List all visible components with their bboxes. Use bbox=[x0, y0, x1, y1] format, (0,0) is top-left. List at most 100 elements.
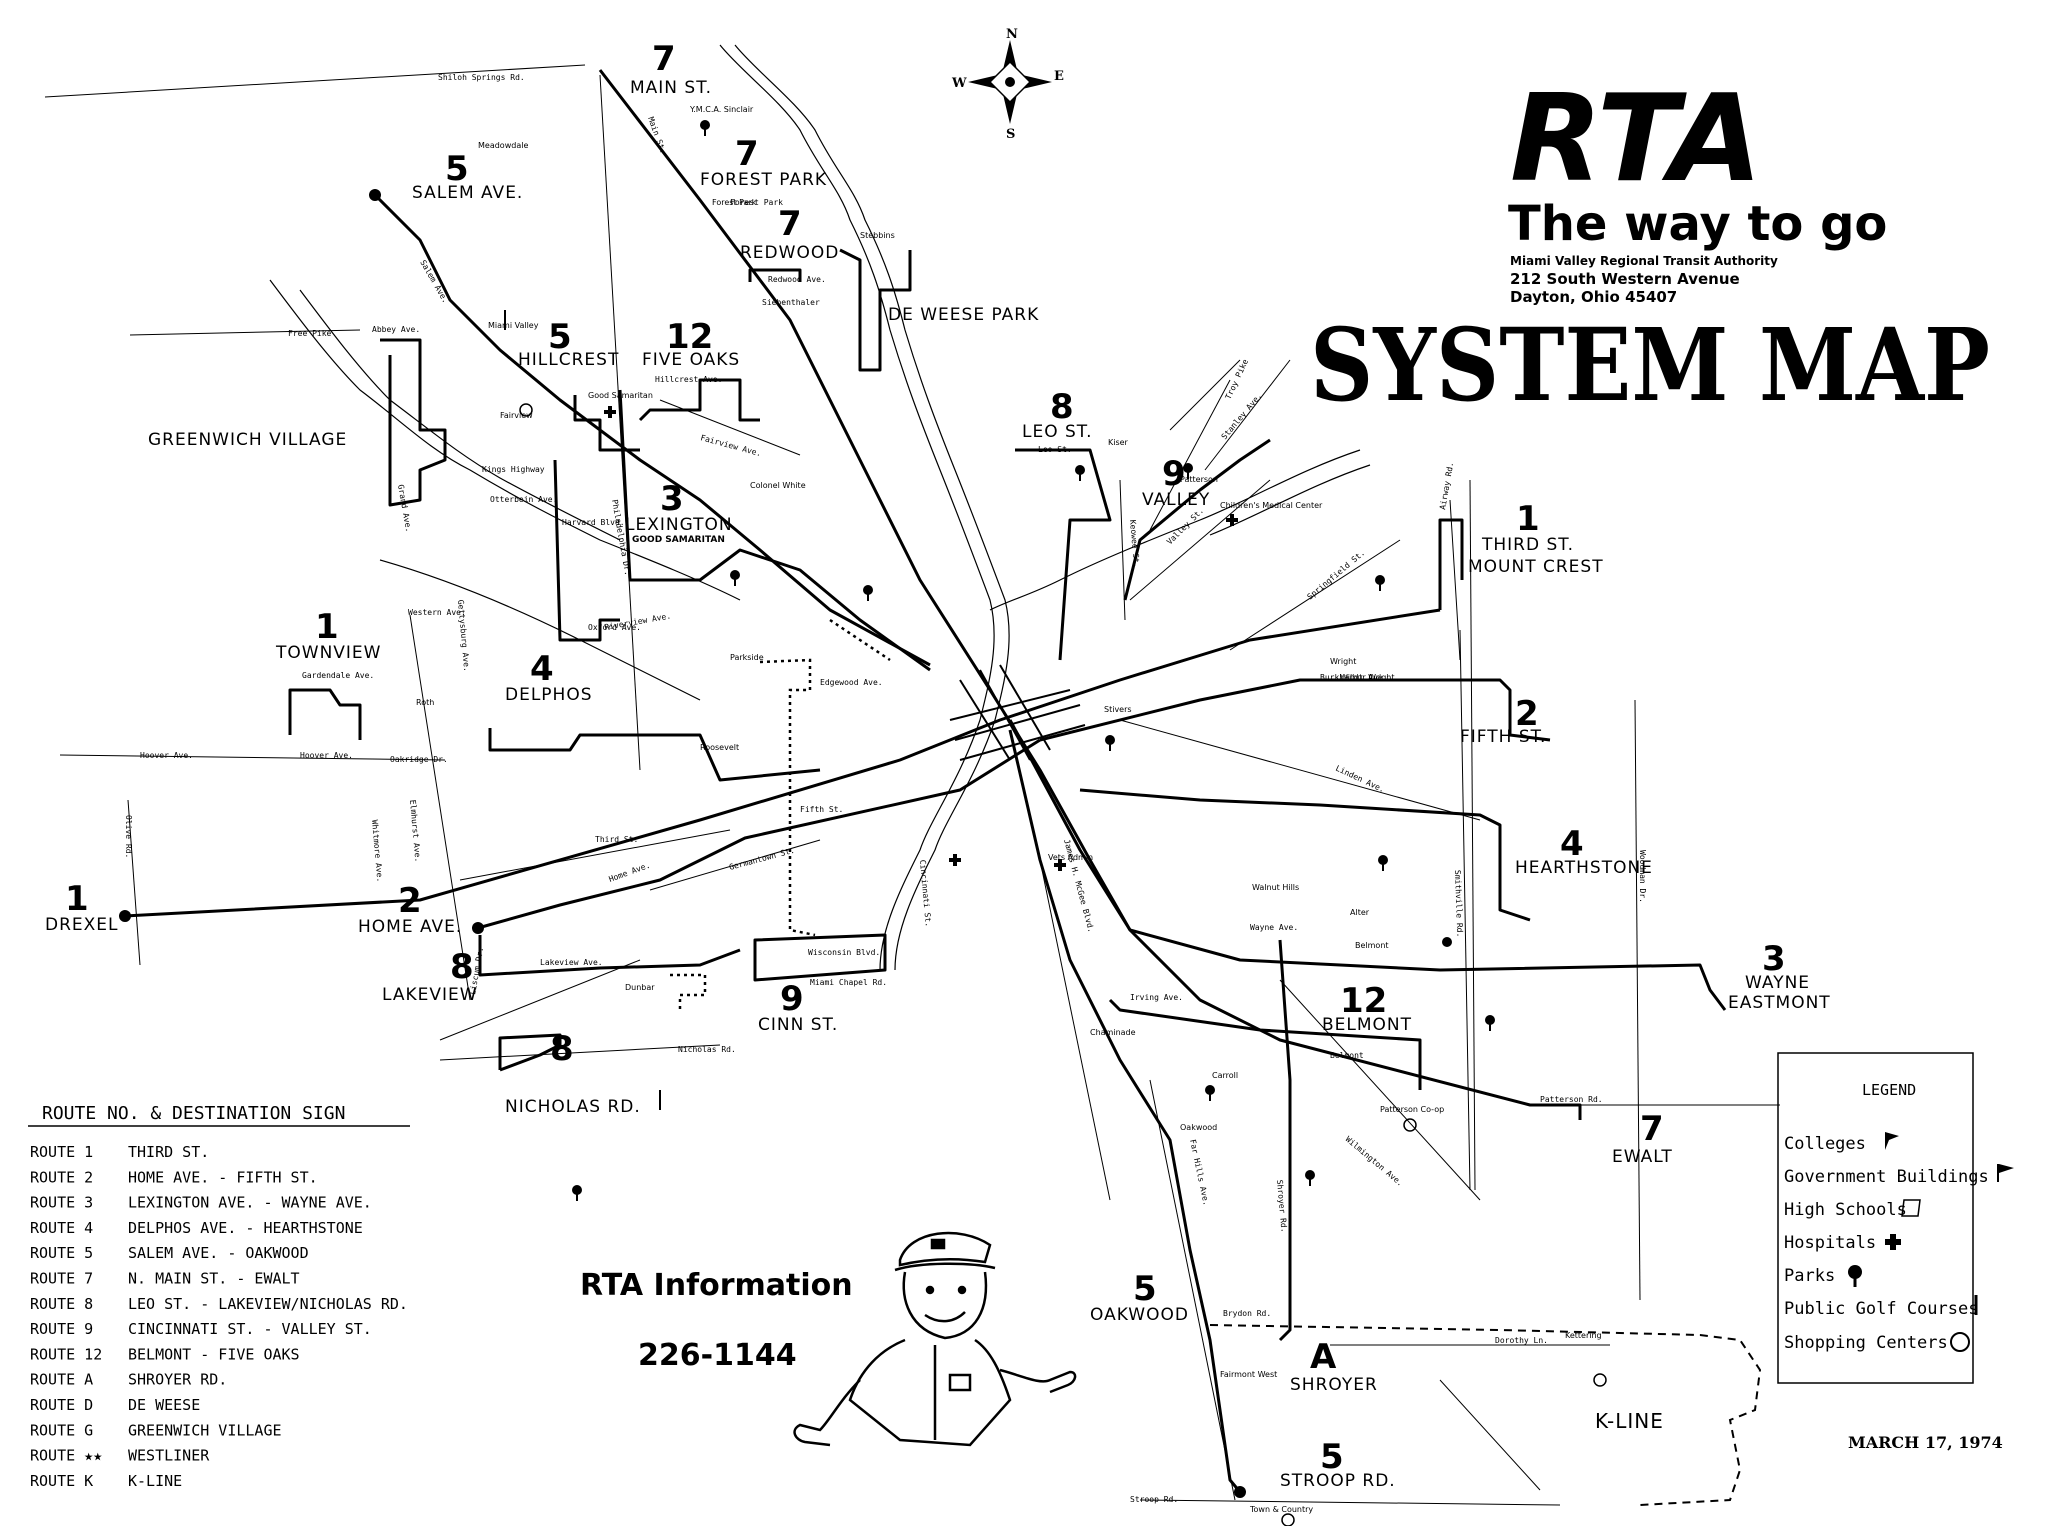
route-destination: HILLCREST bbox=[518, 350, 619, 370]
route-12-five-oaks bbox=[638, 378, 760, 422]
wilmington-pike bbox=[1439, 1379, 1541, 1491]
route-table-destination: DELPHOS AVE. - HEARTHSTONE bbox=[128, 1219, 363, 1237]
route-table-destination: THIRD ST. bbox=[128, 1143, 209, 1161]
street-label: Siebenthaler bbox=[762, 298, 820, 307]
street-label: Smithville Rd. bbox=[1453, 870, 1464, 938]
place-label: Kettering bbox=[1565, 1331, 1602, 1340]
route-table-route: ROUTE 8 bbox=[30, 1295, 93, 1313]
route-terminals bbox=[119, 189, 1452, 1498]
route-3-lexington bbox=[618, 389, 931, 672]
street-label: Gettysburg Ave. bbox=[456, 599, 471, 672]
route-12-belmont bbox=[1108, 998, 1422, 1090]
street-label: Third St. bbox=[595, 835, 638, 844]
route-number: A bbox=[1310, 1337, 1337, 1377]
route-8-leo-st bbox=[1015, 448, 1112, 661]
troy-pike bbox=[1149, 379, 1231, 531]
route-destination: MOUNT CREST bbox=[1468, 557, 1604, 577]
route-table-destination: K-LINE bbox=[128, 1472, 182, 1490]
header: RTA The way to go Miami Valley Regional … bbox=[1310, 70, 1990, 424]
street-label: Harvard Blvd. bbox=[562, 518, 625, 527]
olive-road bbox=[127, 799, 141, 966]
street-grid bbox=[44, 64, 1780, 1506]
route-table-title: ROUTE NO. & DESTINATION SIGN bbox=[42, 1103, 345, 1124]
street-label: Lakeview Ave. bbox=[540, 958, 603, 967]
street-label: Western Ave. bbox=[408, 608, 466, 617]
route-number: 5 bbox=[445, 149, 469, 189]
route-number: 3 bbox=[660, 479, 684, 519]
brandt-pike bbox=[1204, 359, 1291, 471]
map-date: MARCH 17, 1974 bbox=[1848, 1433, 2003, 1452]
street-label: Grand Ave. bbox=[396, 484, 413, 533]
route-destination: BELMONT bbox=[1322, 1015, 1412, 1035]
great-miami-river bbox=[719, 44, 995, 971]
street-label: Far Hills Ave. bbox=[1188, 1139, 1211, 1207]
route-table-destination: GREENWICH VILLAGE bbox=[128, 1421, 282, 1439]
mad-river bbox=[989, 449, 1361, 611]
route-labels: 7 MAIN ST. 7 FOREST PARK 7 REDWOOD DE WE… bbox=[45, 39, 1831, 1491]
place-label: Forest Park bbox=[712, 198, 757, 207]
route-destination: EASTMONT bbox=[1728, 993, 1831, 1013]
route-destination: HEARTHSTONE bbox=[1515, 858, 1653, 878]
place-label: Vets Admin bbox=[1048, 853, 1093, 862]
route-table-destination: CINCINNATI ST. - VALLEY ST. bbox=[128, 1320, 372, 1338]
driver-right-arm bbox=[999, 1368, 1077, 1394]
rta-info: RTA Information 226-1144 bbox=[580, 1268, 853, 1373]
place-label: Children's Medical Center bbox=[1220, 501, 1323, 510]
route-destination: GREENWICH VILLAGE bbox=[148, 430, 347, 450]
street-label: Patterson Rd. bbox=[1540, 1095, 1603, 1104]
park-tree-icon bbox=[700, 120, 710, 136]
place-label: Miami Valley bbox=[488, 321, 539, 330]
golf-flag-icon bbox=[504, 310, 506, 330]
route-table-destination: WESTLINER bbox=[128, 1447, 210, 1465]
route-2-fifth-street bbox=[1039, 678, 1551, 742]
wolf-creek bbox=[379, 559, 701, 701]
route-number: 12 bbox=[666, 317, 713, 357]
street-label: Belmont bbox=[1330, 1051, 1364, 1060]
place-label: Fairview bbox=[500, 411, 533, 420]
driver-body bbox=[848, 1338, 1012, 1447]
shopping-center-icon bbox=[519, 403, 533, 417]
route-destination: LEXINGTON bbox=[625, 515, 733, 535]
route-destination: NICHOLAS RD. bbox=[505, 1097, 641, 1117]
route-destination: FIVE OAKS bbox=[642, 350, 740, 370]
wayne-terminal bbox=[1442, 937, 1452, 947]
info-label: RTA Information bbox=[580, 1268, 853, 1303]
route-table-destination: LEO ST. - LAKEVIEW/NICHOLAS RD. bbox=[128, 1295, 408, 1313]
street-label: Stroop Rd. bbox=[1130, 1495, 1178, 1504]
place-label: Stebbins bbox=[860, 231, 895, 240]
street-label: Gardendale Ave. bbox=[302, 671, 374, 680]
route-number: 1 bbox=[1516, 499, 1540, 539]
stroop-terminal bbox=[1234, 1486, 1246, 1498]
third-street-west-ext bbox=[459, 829, 731, 881]
street-label: Elmhurst Ave. bbox=[408, 799, 422, 862]
legend-item-label: Parks bbox=[1784, 1266, 1835, 1286]
salem-terminal bbox=[369, 189, 381, 201]
place-label: Walnut Hills bbox=[1252, 883, 1299, 892]
route-number: 2 bbox=[398, 881, 422, 921]
route-destination: TOWNVIEW bbox=[275, 643, 381, 663]
route-destination: HOME AVE. bbox=[358, 917, 462, 937]
legend-frame bbox=[1777, 1052, 1974, 1384]
route-8-lakeview bbox=[478, 935, 741, 977]
route-9-valley bbox=[1123, 438, 1271, 601]
agency-address: 212 South Western Avenue bbox=[1510, 270, 1740, 288]
street-label: Woodman Dr. bbox=[1638, 850, 1647, 903]
k-line-route bbox=[1209, 1324, 1762, 1506]
street-label: Airway Rd. bbox=[1438, 461, 1455, 510]
route-number: 1 bbox=[315, 607, 339, 647]
park-tree-icon bbox=[1305, 1170, 1315, 1186]
route-table-destination: N. MAIN ST. - EWALT bbox=[128, 1270, 300, 1288]
park-tree-icon bbox=[730, 570, 740, 586]
street-label: Springfield St. bbox=[1306, 548, 1367, 601]
street-label: Edgewood Ave. bbox=[820, 678, 883, 687]
shopping-center-icon bbox=[1281, 1513, 1295, 1526]
route-number: 4 bbox=[1560, 824, 1584, 864]
route-destination: SALEM AVE. bbox=[412, 183, 523, 203]
map-title: SYSTEM MAP bbox=[1310, 306, 1990, 424]
route-4-hearthstone bbox=[1079, 788, 1531, 922]
legend-item-label: Public Golf Courses bbox=[1784, 1299, 1978, 1319]
western-avenue bbox=[409, 614, 471, 1001]
hospital-cross-icon bbox=[604, 406, 616, 418]
route-number: 8 bbox=[450, 947, 474, 987]
